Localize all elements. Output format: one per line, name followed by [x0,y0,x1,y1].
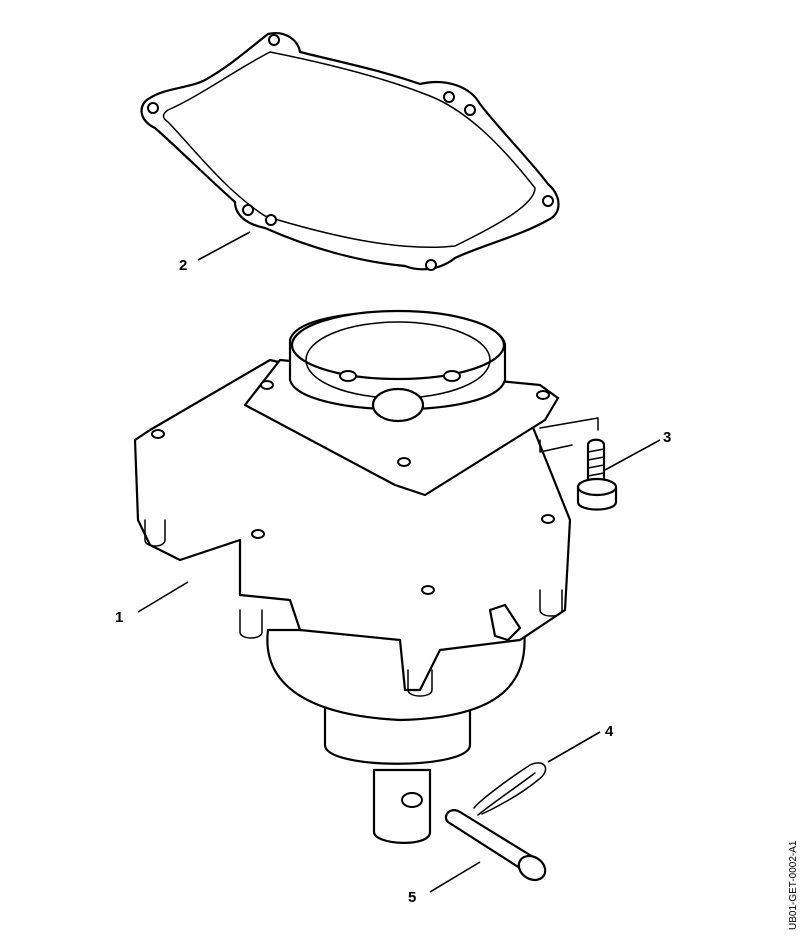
leader-line-2 [197,231,251,261]
leader-line-1 [137,581,189,613]
callout-1: 1 [115,609,123,626]
callout-3: 3 [663,429,671,446]
cotter-pin-part [473,762,547,816]
gasket-part [140,32,560,271]
pin-part [444,809,547,882]
callout-2: 2 [179,257,187,274]
leader-line-3 [604,439,661,471]
callout-4: 4 [605,723,614,740]
leader-line-4 [547,731,601,763]
screw-part [576,438,618,511]
callout-5: 5 [408,889,416,906]
gearbox-housing-part [133,309,599,844]
reference-code: UB01-GET-0002-A1 [788,840,799,930]
leader-line-5 [429,861,481,893]
